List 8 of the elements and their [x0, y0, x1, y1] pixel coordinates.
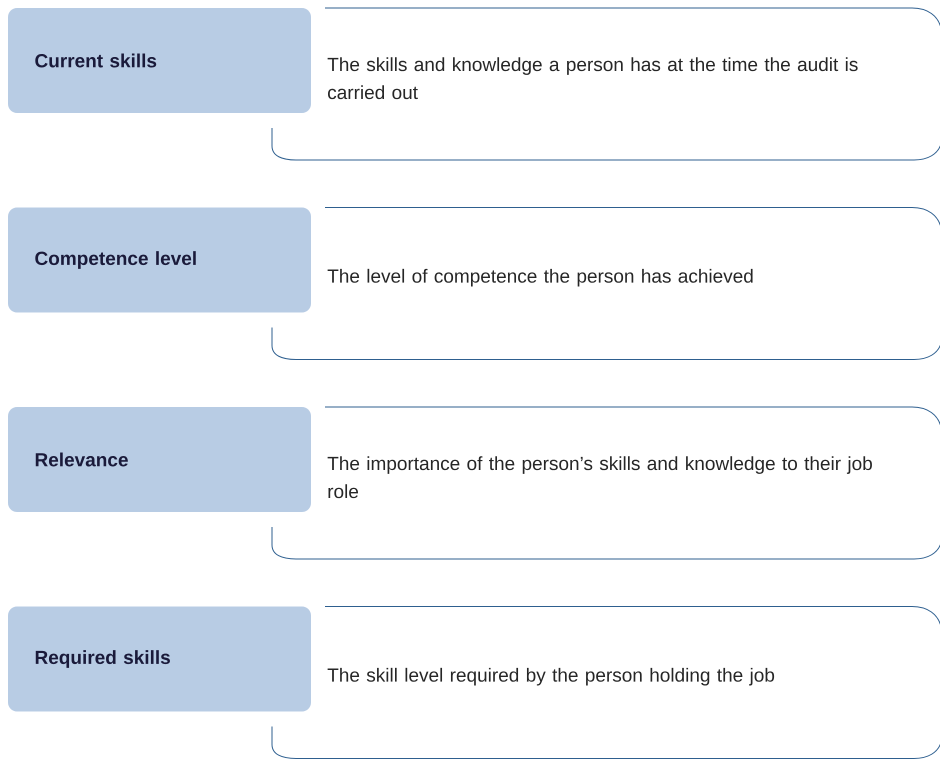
label-box: Current skills [8, 8, 311, 113]
label-box: Required skills [8, 606, 311, 712]
label-box: Relevance [8, 407, 311, 512]
description-box: The skill level required by the person holding the job [272, 606, 940, 759]
label-box: Competence level [8, 208, 311, 312]
description-box: The level of competence the person has achieved [272, 207, 940, 360]
description-box: The importance of the person’s skills and knowledge to their job role [272, 406, 940, 560]
description-box: The skills and knowledge a person has at the time the audit is carried out [272, 8, 940, 160]
